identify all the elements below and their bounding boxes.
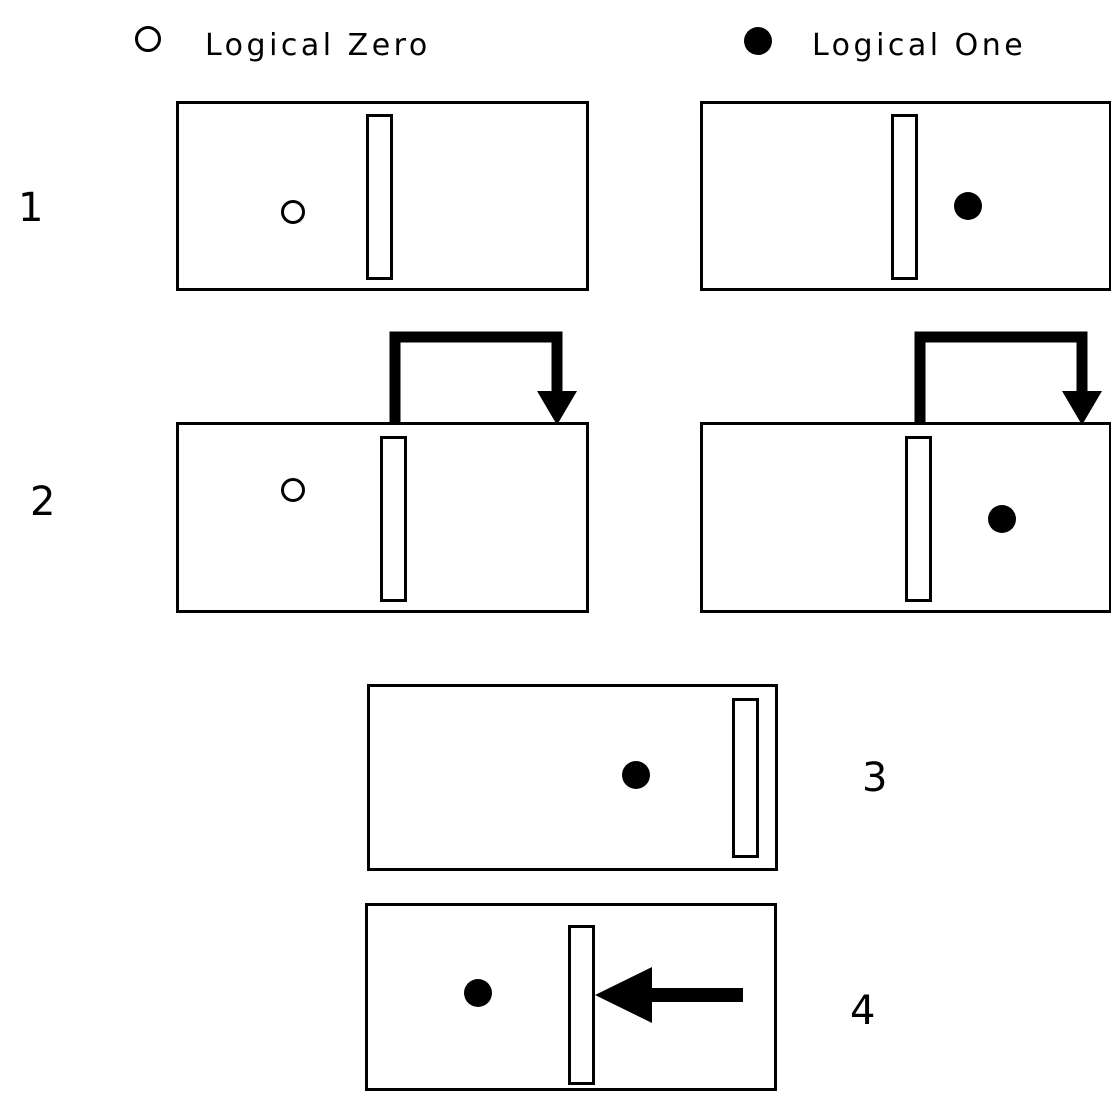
arrow-hook-row2-right <box>914 331 1102 425</box>
barrier-row4 <box>568 925 595 1085</box>
barrier-row2-left <box>380 436 407 602</box>
chamber-row3 <box>367 684 778 871</box>
particle-logical-one-row3 <box>622 761 650 789</box>
barrier-row3 <box>732 698 759 858</box>
particle-logical-one-row2-right <box>988 505 1016 533</box>
filled-circle-icon <box>744 27 772 55</box>
particle-logical-one-row1-right <box>954 192 982 220</box>
step-number-3: 3 <box>862 755 888 801</box>
step-number-4: 4 <box>850 988 876 1034</box>
arrow-hook-row2-left <box>389 331 577 425</box>
particle-logical-one-row4 <box>464 979 492 1007</box>
legend-label-logical-zero: Logical Zero <box>205 28 431 63</box>
open-circle-icon <box>135 26 161 52</box>
step-number-1: 1 <box>18 185 44 231</box>
step-number-2: 2 <box>30 479 56 525</box>
legend-label-logical-one: Logical One <box>812 28 1027 63</box>
particle-logical-zero-row2-left <box>281 478 305 502</box>
arrow-left-row4 <box>595 967 743 1023</box>
barrier-row1-left <box>366 114 393 280</box>
barrier-row1-right <box>891 114 918 280</box>
particle-logical-zero-row1-left <box>281 200 305 224</box>
barrier-row2-right <box>905 436 932 602</box>
